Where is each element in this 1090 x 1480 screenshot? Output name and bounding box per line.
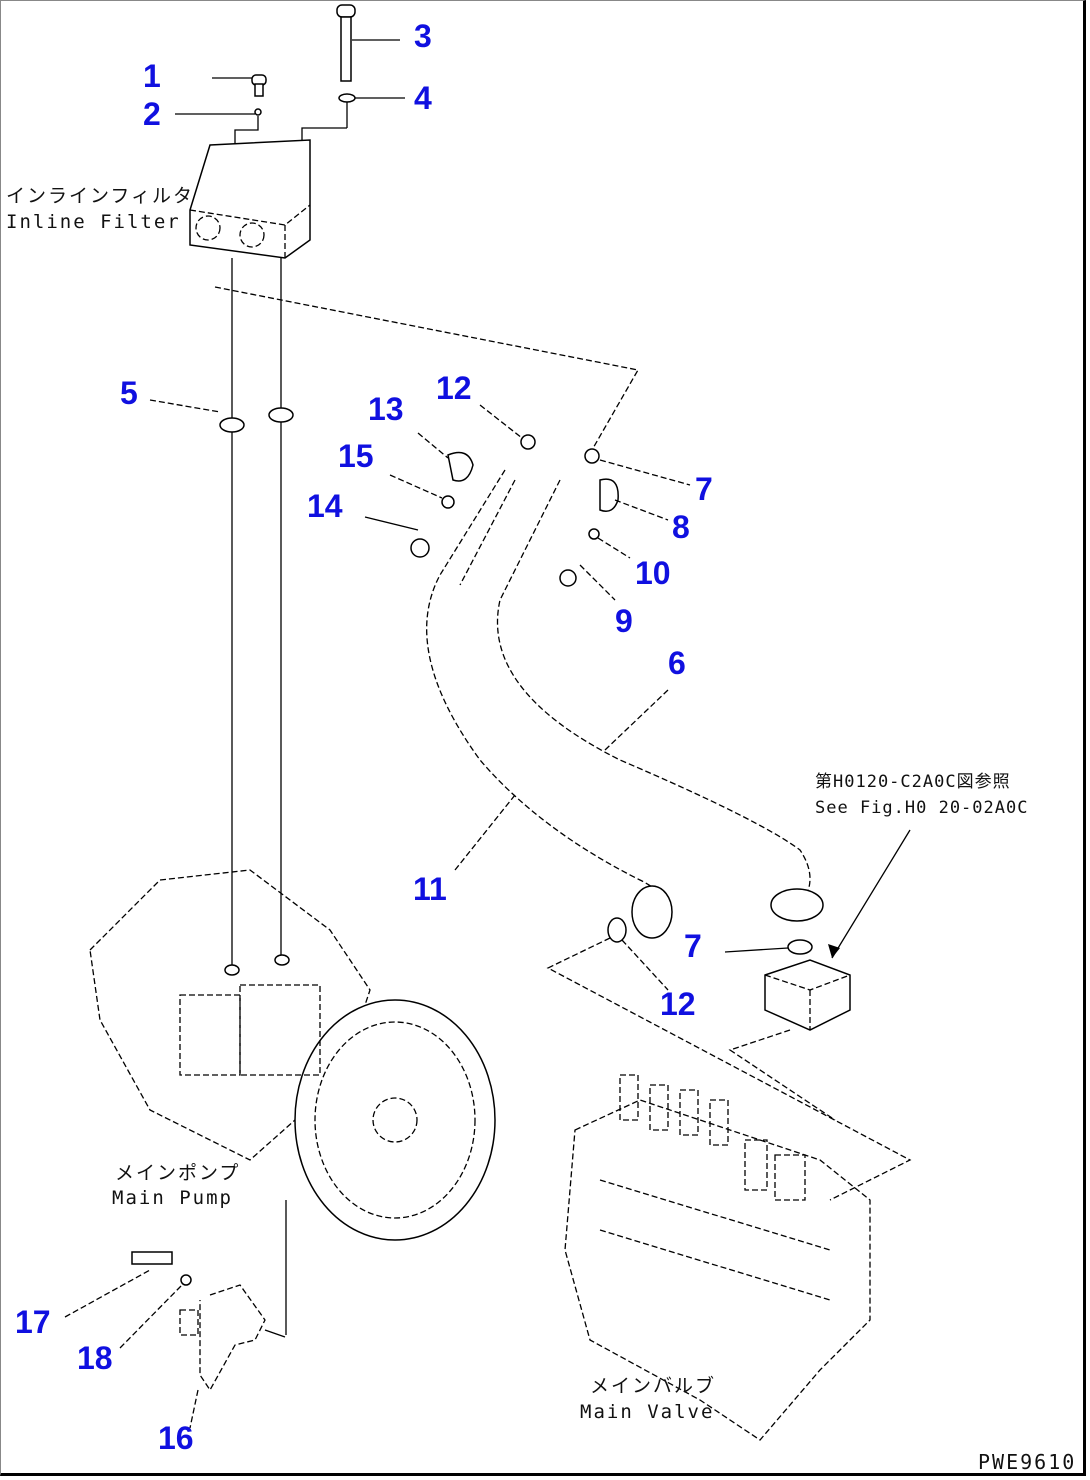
callout-4: 4	[414, 80, 432, 116]
callout-16: 16	[158, 1420, 194, 1456]
bolt-part-17	[131, 1251, 173, 1265]
o-ring-part-5b	[268, 407, 294, 423]
o-ring-part-7-top	[584, 448, 600, 464]
callout-3: 3	[414, 18, 432, 54]
callout-11: 11	[413, 871, 447, 907]
callout-15: 15	[338, 438, 374, 474]
washer-part-2	[254, 108, 262, 116]
callout-14: 14	[307, 488, 343, 524]
main-valve-label-en: Main Valve	[580, 1401, 715, 1423]
main-pump-label-jp: メインポンプ	[115, 1162, 241, 1184]
split-flange-part-13	[447, 451, 474, 482]
callout-2: 2	[143, 96, 161, 132]
inline-filter-label-jp: インラインフィルタ	[6, 185, 195, 207]
washer-part-15	[441, 495, 455, 509]
split-flange-part-8	[599, 478, 619, 512]
o-ring-part-12-top	[520, 434, 536, 450]
callout-12: 12	[436, 370, 472, 406]
reference-arrow	[831, 829, 911, 959]
inline-filter-label-en: Inline Filter	[6, 211, 181, 233]
bolt-part-14	[410, 538, 430, 558]
callout-8: 8	[672, 509, 690, 545]
hose-part-11	[426, 469, 668, 921]
callout-9: 9	[615, 603, 633, 639]
reference-label-jp: 第H0120-C2A0C図参照	[815, 772, 1011, 792]
callout-7: 7	[695, 471, 713, 507]
callout-5: 5	[120, 375, 138, 411]
long-bolt-part-3	[336, 4, 356, 82]
bracket-part-16	[179, 1284, 266, 1392]
callout-17: 17	[15, 1304, 51, 1340]
main-pump-label-en: Main Pump	[112, 1187, 233, 1209]
hose-6-flange	[770, 888, 824, 922]
inline-filter-block	[189, 139, 311, 259]
callout-12-lower: 12	[660, 986, 696, 1022]
o-ring-part-5a	[219, 417, 245, 433]
main-valve-drawing	[564, 1074, 871, 1441]
bolt-part-9	[559, 569, 577, 587]
callout-10: 10	[635, 555, 671, 591]
callout-7-lower: 7	[684, 928, 702, 964]
callout-18: 18	[77, 1340, 113, 1376]
reference-label-en: See Fig.H0 20-02A0C	[815, 798, 1029, 818]
small-valve-block	[764, 959, 851, 1031]
hose-11-flange	[631, 885, 673, 939]
hose-part-6	[496, 479, 811, 906]
callout-6: 6	[668, 645, 686, 681]
drawing-code: PWE9610	[978, 1450, 1077, 1474]
callout-13: 13	[368, 391, 404, 427]
main-valve-label-jp: メインバルブ	[590, 1375, 717, 1397]
o-ring-part-7-bottom	[787, 939, 813, 955]
washer-part-10	[588, 528, 600, 540]
main-pump-drawing	[89, 869, 496, 1241]
washer-part-18	[180, 1274, 192, 1286]
o-ring-part-12-bottom	[607, 917, 627, 943]
callout-1: 1	[143, 58, 161, 94]
bolt-part-1	[251, 74, 267, 97]
washer-part-4	[338, 93, 356, 103]
